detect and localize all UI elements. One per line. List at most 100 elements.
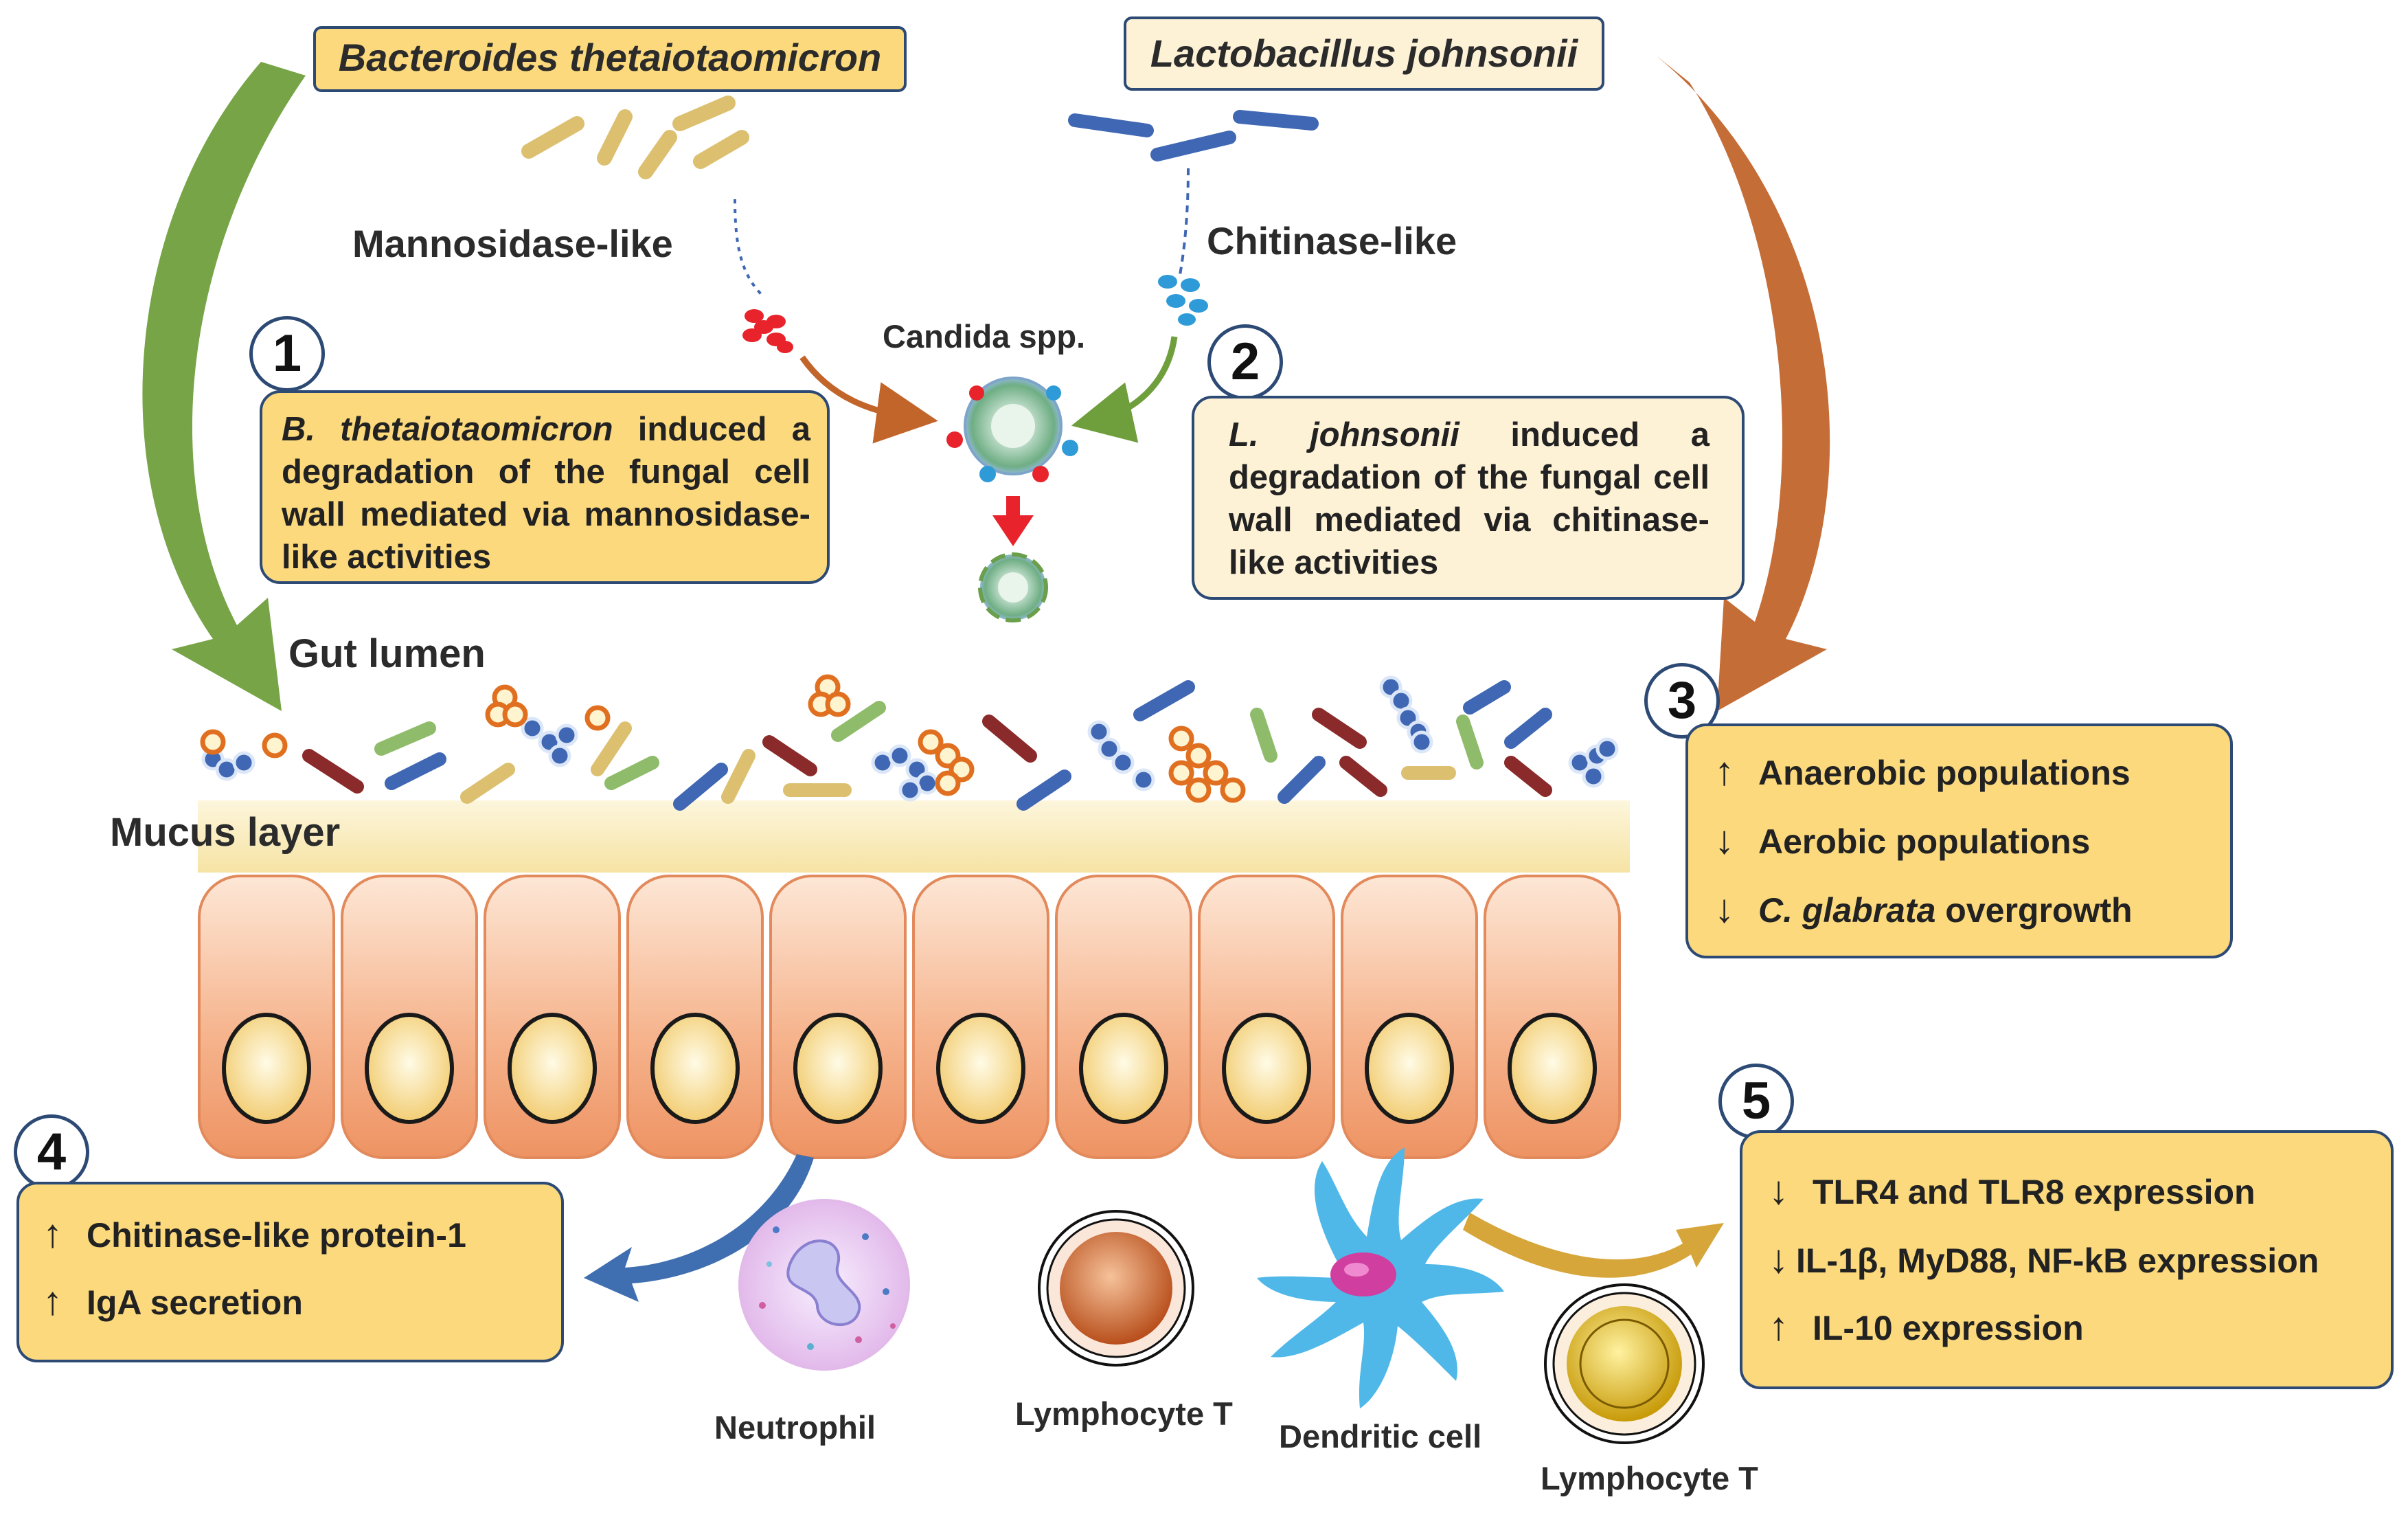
step-2-species: L. johnsonii (1229, 416, 1459, 453)
bacteria-rod (385, 752, 446, 790)
bacteria-rod (1504, 756, 1552, 797)
bacteria-rod (721, 749, 756, 804)
lumen-microbiota (200, 674, 1619, 811)
bacteria-coccus (1098, 737, 1121, 761)
bacteria-rod (1312, 708, 1367, 749)
step-5-item-2: IL-1β, MyD88, NF-kB expression (1796, 1241, 2319, 1280)
increase-arrow-icon: ↑ (1714, 749, 1734, 794)
step-2-badge: 2 (1207, 324, 1283, 400)
step-3-item-3: overgrowth (1935, 891, 2133, 930)
bacteria-rod (1463, 680, 1511, 715)
bacteria-coccus (555, 723, 578, 747)
step-3-badge: 3 (1644, 663, 1720, 739)
bacteria-rod (1016, 769, 1071, 811)
gold-curved-arrow (1463, 1213, 1724, 1278)
step-3-item-2: Aerobic populations (1758, 822, 2091, 861)
neutrophil-icon (738, 1199, 910, 1371)
bacteria-coccus (521, 717, 544, 740)
candida-cell-icon (946, 377, 1078, 482)
enterocyte-icon (1341, 875, 1478, 1159)
dendritic-cell-label: Dendritic cell (1279, 1418, 1482, 1454)
bacteria-coccus (1185, 777, 1212, 803)
bacteria-coccus (262, 732, 288, 758)
bacteria-rod (591, 721, 632, 776)
enterocyte-icon (484, 875, 621, 1159)
bacteroides-rod-icon (521, 95, 749, 179)
step-4-box: ↑Chitinase-like protein-1 ↑IgA secretion (16, 1182, 564, 1362)
bacteria-coccus (548, 744, 571, 767)
orange-curved-arrow (1655, 55, 1830, 711)
lactobacillus-label: Lactobacillus johnsonii (1124, 16, 1604, 91)
enterocyte-icon (341, 875, 478, 1159)
bacteria-rod (1250, 708, 1277, 763)
neutrophil-label: Neutrophil (714, 1409, 876, 1446)
bacteria-rod (762, 735, 817, 776)
bacteria-coccus (1185, 743, 1212, 769)
decrease-arrow-icon: ↓ (1714, 818, 1734, 862)
chitinase-particles (1158, 275, 1208, 326)
decrease-arrow-icon: ↓ (1769, 1168, 1788, 1213)
increase-arrow-icon: ↑ (43, 1211, 63, 1256)
enterocyte-icon (1198, 875, 1335, 1159)
bacteroides-label: Bacteroides thetaiotaomicron (313, 26, 907, 92)
bacteria-rod (1277, 756, 1326, 804)
step-3-species: C. glabrata (1758, 891, 1936, 930)
bacteria-rod (1339, 756, 1387, 797)
bacteria-coccus (232, 751, 255, 774)
decrease-arrow-icon: ↓ (1769, 1237, 1788, 1281)
step-4-item-1: Chitinase-like protein-1 (87, 1216, 466, 1255)
degraded-candida-icon (978, 552, 1048, 622)
lymphocyte-t-label-2: Lymphocyte T (1541, 1460, 1758, 1496)
step-3-item-1: Anaerobic populations (1758, 754, 2131, 792)
bacteria-rod (604, 756, 659, 790)
chitinase-label: Chitinase-like (1207, 219, 1457, 262)
enterocyte-icon (198, 875, 335, 1159)
bacteria-coccus (1087, 720, 1111, 743)
mucus-layer-label: Mucus layer (110, 810, 341, 855)
bacteria-rod (374, 721, 436, 756)
step-5-box: ↓ TLR4 and TLR8 expression ↓IL-1β, MyD88,… (1740, 1130, 2394, 1389)
bacteria-coccus (825, 691, 851, 717)
epithelium (198, 875, 1621, 1159)
bacteria-coccus (1168, 760, 1194, 786)
bacteria-coccus (918, 729, 944, 755)
step-5-item-3: IL-10 expression (1813, 1309, 2084, 1347)
lactobacillus-rod-icon (1068, 110, 1319, 161)
bacteria-rod (302, 749, 364, 794)
bacteria-coccus (502, 701, 528, 728)
bacteria-rod (1504, 708, 1552, 749)
step-2-box: L. johnsonii induced a degradation of th… (1192, 396, 1745, 600)
step-4-badge: 4 (14, 1114, 89, 1190)
bacteria-coccus (1168, 726, 1194, 752)
increase-arrow-icon: ↑ (1769, 1304, 1788, 1349)
bacteria-coccus (584, 705, 611, 731)
enterocyte-icon (912, 875, 1049, 1159)
bacteria-rod (1133, 680, 1195, 721)
bacteria-coccus (1410, 730, 1433, 754)
bacteria-coccus (1595, 737, 1619, 761)
mannosidase-label: Mannosidase-like (352, 222, 673, 265)
step-1-species: B. thetaiotaomicron (282, 411, 613, 448)
lymphocyte-icon (1038, 1210, 1194, 1367)
bacteria-coccus (888, 744, 911, 767)
bacteria-coccus (898, 778, 922, 802)
bacteria-coccus (935, 770, 961, 796)
step-1-box: B. thetaiotaomicron induced a degradatio… (260, 390, 830, 584)
bacteria-rod (831, 701, 886, 742)
step-5-item-1: TLR4 and TLR8 expression (1813, 1173, 2256, 1211)
bacteria-coccus (1111, 751, 1135, 774)
enterocyte-icon (1055, 875, 1192, 1159)
degradation-arrow (992, 496, 1034, 546)
lymphocyte-icon (1544, 1283, 1705, 1444)
bacteria-coccus (1220, 777, 1246, 803)
bacteria-rod (460, 763, 515, 804)
step-3-box: ↑ Anaerobic populations ↓ Aerobic populati… (1685, 723, 2233, 958)
enterocyte-icon (769, 875, 907, 1159)
lymphocyte-t-label-1: Lymphocyte T (1015, 1395, 1233, 1432)
candida-label: Candida spp. (883, 318, 1086, 355)
step-1-badge: 1 (249, 316, 325, 392)
mucus-band (198, 800, 1630, 873)
step-2-text: induced a degradation of the fungal cell… (1229, 416, 1710, 581)
dendritic-cell-icon (1257, 1147, 1504, 1408)
